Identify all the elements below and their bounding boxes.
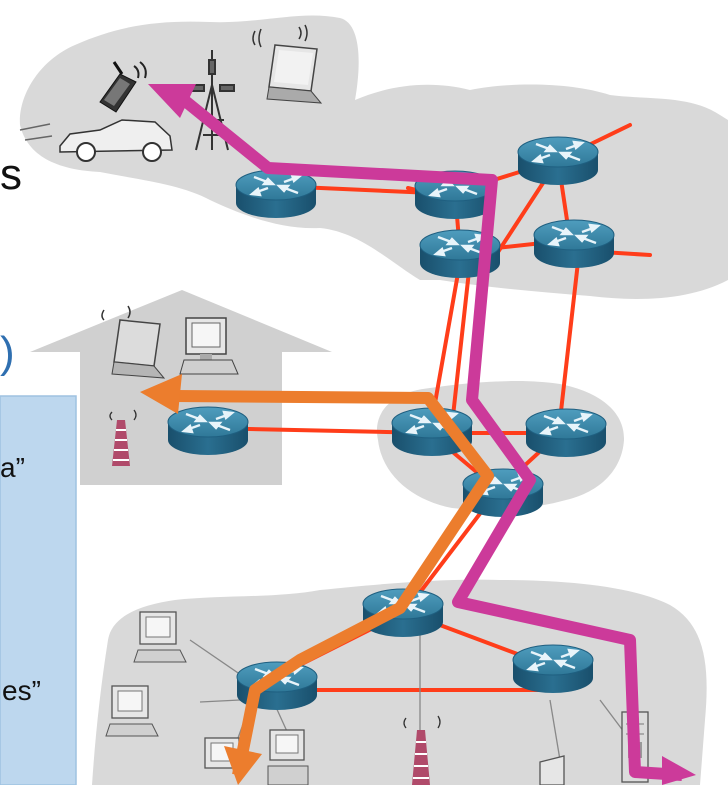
path-orange bbox=[140, 374, 494, 785]
wifi-tower-icon bbox=[403, 715, 441, 785]
laptop-icon bbox=[252, 24, 323, 104]
home-network-house bbox=[30, 290, 332, 485]
path-magenta bbox=[148, 84, 696, 785]
router-isp1-d bbox=[532, 218, 616, 270]
car-icon bbox=[19, 119, 173, 162]
router-isp2-b bbox=[524, 407, 608, 459]
router-isp1-b bbox=[516, 135, 600, 187]
desktop-icon bbox=[267, 729, 309, 785]
router-home bbox=[166, 405, 250, 457]
desktop-icon bbox=[133, 611, 187, 663]
cellphone-icon bbox=[99, 61, 147, 113]
desktop-icon bbox=[105, 685, 159, 737]
router-mobile-edge bbox=[234, 168, 318, 220]
text-fragment-s: s bbox=[0, 150, 22, 199]
desktop-icon bbox=[179, 317, 239, 375]
server-icon bbox=[539, 755, 565, 785]
info-panel bbox=[0, 395, 77, 785]
router-enterprise-b bbox=[511, 643, 595, 695]
wifi-tower-icon bbox=[109, 409, 137, 466]
laptop-icon bbox=[101, 305, 166, 379]
text-fragment-quote-es: es” bbox=[2, 675, 41, 706]
isp-cloud-top bbox=[19, 15, 728, 299]
text-fragment-quote-a: a” bbox=[0, 452, 25, 483]
text-fragment-paren: ) bbox=[0, 328, 15, 377]
